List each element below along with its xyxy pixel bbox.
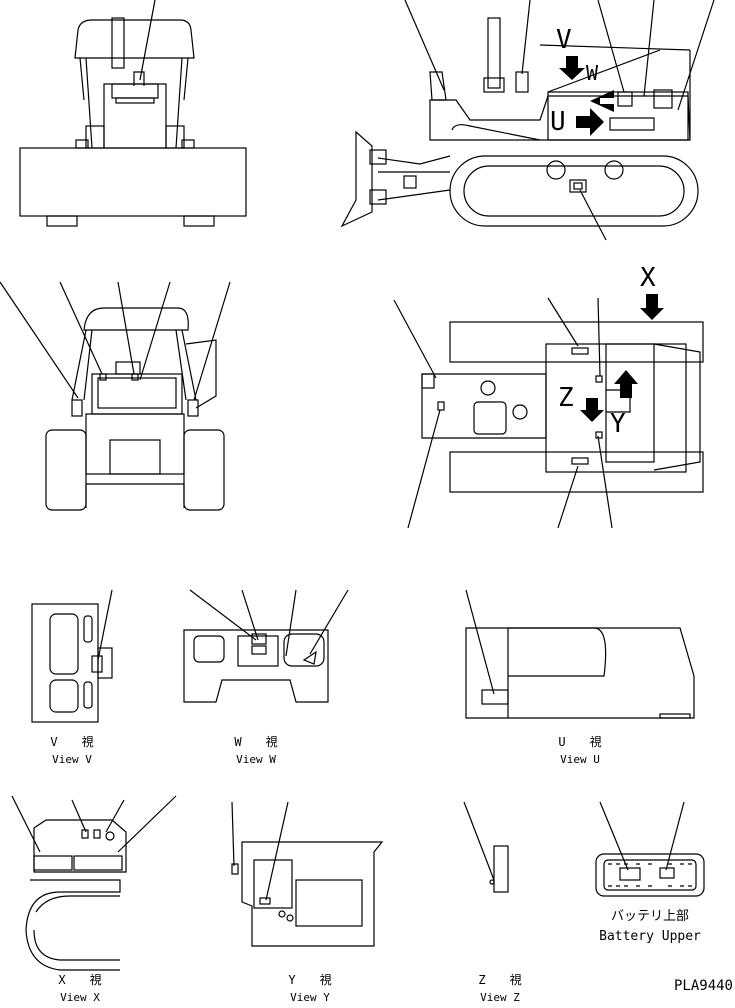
label-u: U <box>550 107 566 137</box>
view-w-caption-en: View W <box>236 753 276 766</box>
view-v-caption-en: View V <box>52 753 92 766</box>
view-u-caption-jp: U 視 <box>558 734 601 749</box>
label-v: V <box>556 25 572 55</box>
view-w-figure <box>183 589 349 703</box>
label-z: Z <box>558 383 574 413</box>
battery-figure <box>595 801 705 897</box>
label-w: W <box>586 61 599 85</box>
rear-view <box>0 281 231 511</box>
view-z-caption-jp: Z 視 <box>478 972 521 987</box>
view-v-caption-jp: V 視 <box>50 734 93 749</box>
captions: V 視 View V W 視 View W U 視 View U X 視 Vie… <box>50 734 733 1004</box>
view-u-figure <box>465 589 695 719</box>
view-v-figure <box>31 589 113 723</box>
battery-caption-en: Battery Upper <box>599 929 701 944</box>
drawing-id: PLA9440 <box>674 978 733 994</box>
view-y-figure <box>231 801 384 947</box>
label-x: X <box>640 263 656 293</box>
label-y: Y <box>610 409 626 439</box>
view-y-caption-jp: Y 視 <box>288 972 331 987</box>
view-x-caption-jp: X 視 <box>58 972 101 987</box>
side-view: V W U <box>340 0 715 241</box>
view-x-figure <box>11 795 177 971</box>
battery-caption-jp: バッテリ上部 <box>611 909 689 924</box>
top-view: X Z Y <box>393 263 704 529</box>
view-u-caption-en: View U <box>560 753 600 766</box>
view-x-caption-en: View X <box>60 991 100 1003</box>
front-view <box>19 0 247 227</box>
view-z-figure <box>463 801 509 893</box>
view-z-caption-en: View Z <box>480 991 520 1003</box>
view-y-caption-en: View Y <box>290 991 330 1003</box>
view-w-caption-jp: W 視 <box>234 734 277 749</box>
